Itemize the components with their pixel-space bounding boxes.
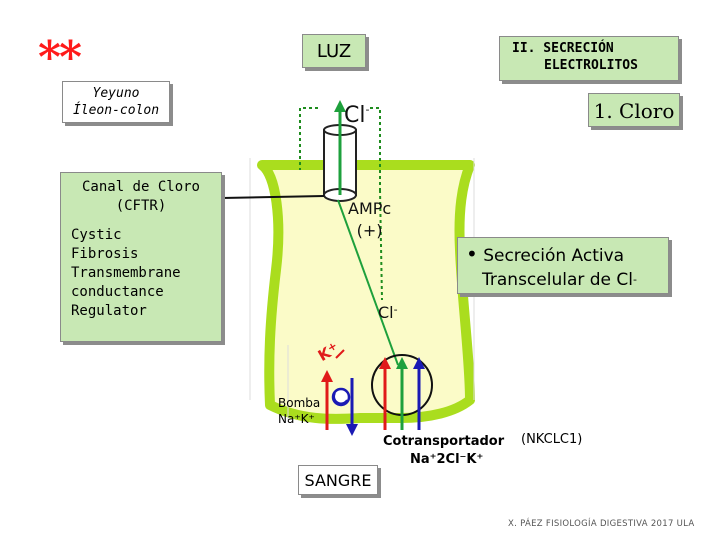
sangre-label: SANGRE — [298, 465, 378, 495]
cftr-title-line1: Canal de Cloro — [81, 179, 200, 195]
secrecion-activa-box: • Secreción Activa Transcelular de Cl- — [457, 237, 669, 294]
chloride-path-dashed — [299, 107, 381, 190]
location-box: Yeyuno Íleon-colon — [62, 81, 170, 123]
cftr-line-regulator: Regulator — [71, 303, 147, 319]
cftr-box: Canal de Cloro (CFTR) Cystic Fibrosis Tr… — [60, 172, 222, 342]
nkcc1-label: (NKCLC1) — [521, 432, 583, 447]
ampc-line2: (+) — [356, 221, 383, 240]
bomba-line1: Bomba — [278, 396, 321, 410]
cl-top-sup: - — [365, 103, 370, 116]
credit-footer: X. PÁEZ FISIOLOGÍA DIGESTIVA 2017 ULA — [508, 519, 695, 529]
nkcc1-arrowhead-blue — [413, 357, 425, 369]
cftr-title-line2: (CFTR) — [115, 198, 167, 214]
cl-mid-label: Cl- — [378, 303, 398, 322]
section-title-line1: II. SECRECIÓN — [512, 41, 614, 56]
ileon-colon-label: Íleon-colon — [72, 103, 160, 118]
secrecion-activa-text1: Secreción Activa — [483, 246, 625, 266]
bomba-label: Bomba Na⁺K⁺ — [278, 395, 320, 427]
na-k-pump-arc — [333, 392, 348, 405]
cotransportador-label: Cotransportador — [383, 434, 505, 449]
chloride-intracellular-line — [337, 199, 399, 366]
cl-mid-sup: - — [393, 303, 398, 316]
secrecion-activa-sup: - — [633, 273, 637, 286]
cftr-line-conductance: conductance — [71, 284, 164, 300]
luz-label: LUZ — [302, 34, 366, 68]
cftr-line-cystic: Cystic — [71, 227, 122, 243]
nkcc1-arrowhead-red — [379, 357, 391, 369]
cftr-pointer-line — [221, 195, 325, 199]
ampc-label: AMPc (+) — [348, 198, 391, 242]
secrecion-activa-line2: Transcelular de Cl- — [466, 268, 660, 292]
importance-stars: ** — [38, 32, 82, 83]
secrecion-activa-line1: • Secreción Activa — [466, 242, 625, 266]
cl-mid-text: Cl — [378, 303, 394, 322]
k-channel-curve — [335, 349, 345, 359]
bomba-line2: Na⁺K⁺ — [278, 412, 315, 426]
ampc-line1: AMPc — [348, 199, 392, 218]
nkcc1-arrowhead-green — [396, 357, 408, 369]
cl-top-label: Cl- — [344, 103, 369, 128]
secrecion-activa-text2: Transcelular de Cl — [482, 270, 634, 290]
section-title-line2: ELECTROLITOS — [544, 58, 638, 73]
na-efflux-arrowhead — [346, 424, 358, 436]
cftr-line-fibrosis: Fibrosis — [71, 246, 139, 262]
chloride-exit-arrowhead — [334, 100, 346, 112]
section-title: II. SECRECIÓN ELECTROLITOS — [499, 36, 679, 81]
cftr-line-transmembrane: Transmembrane — [71, 265, 181, 281]
cotransportador-formula: Na⁺2Cl⁻K⁺ — [410, 452, 484, 467]
yeyuno-label: Yeyuno — [92, 86, 140, 101]
cl-top-text: Cl — [344, 103, 366, 128]
cloro-title: 1. Cloro — [588, 93, 680, 127]
k-efflux-arrowhead — [321, 370, 333, 382]
chloride-path-dashed-right — [379, 189, 383, 301]
